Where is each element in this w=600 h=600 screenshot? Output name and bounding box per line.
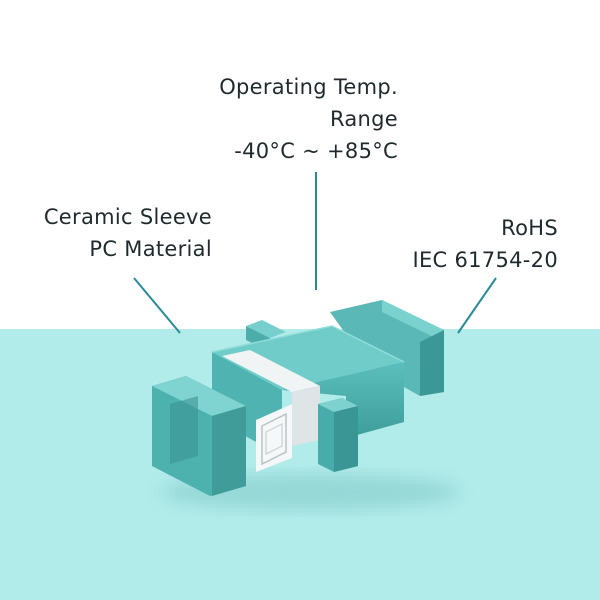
operating-temp-line-3: -40°C ~ +85°C [234, 139, 398, 163]
adapter-body-front [282, 362, 404, 438]
operating-temp-line-1: Operating Temp. [219, 75, 398, 99]
operating-temp-line-2: Range [329, 107, 398, 131]
compliance-line-2: IEC 61754-20 [412, 248, 558, 272]
adapter-clip [222, 350, 320, 392]
callout-line-sleeve [133, 277, 181, 334]
adapter-top-ear [246, 320, 286, 338]
ceramic-sleeve-label: Ceramic Sleeve PC Material [44, 201, 212, 265]
callout-line-compliance [457, 277, 497, 334]
compliance-label: RoHS IEC 61754-20 [412, 212, 558, 276]
ceramic-sleeve-line-1: Ceramic Sleeve [43, 205, 212, 229]
operating-temp-label: Operating Temp. Range -40°C ~ +85°C [219, 71, 398, 167]
ceramic-sleeve-line-2: PC Material [89, 237, 212, 261]
compliance-line-1: RoHS [501, 216, 558, 240]
